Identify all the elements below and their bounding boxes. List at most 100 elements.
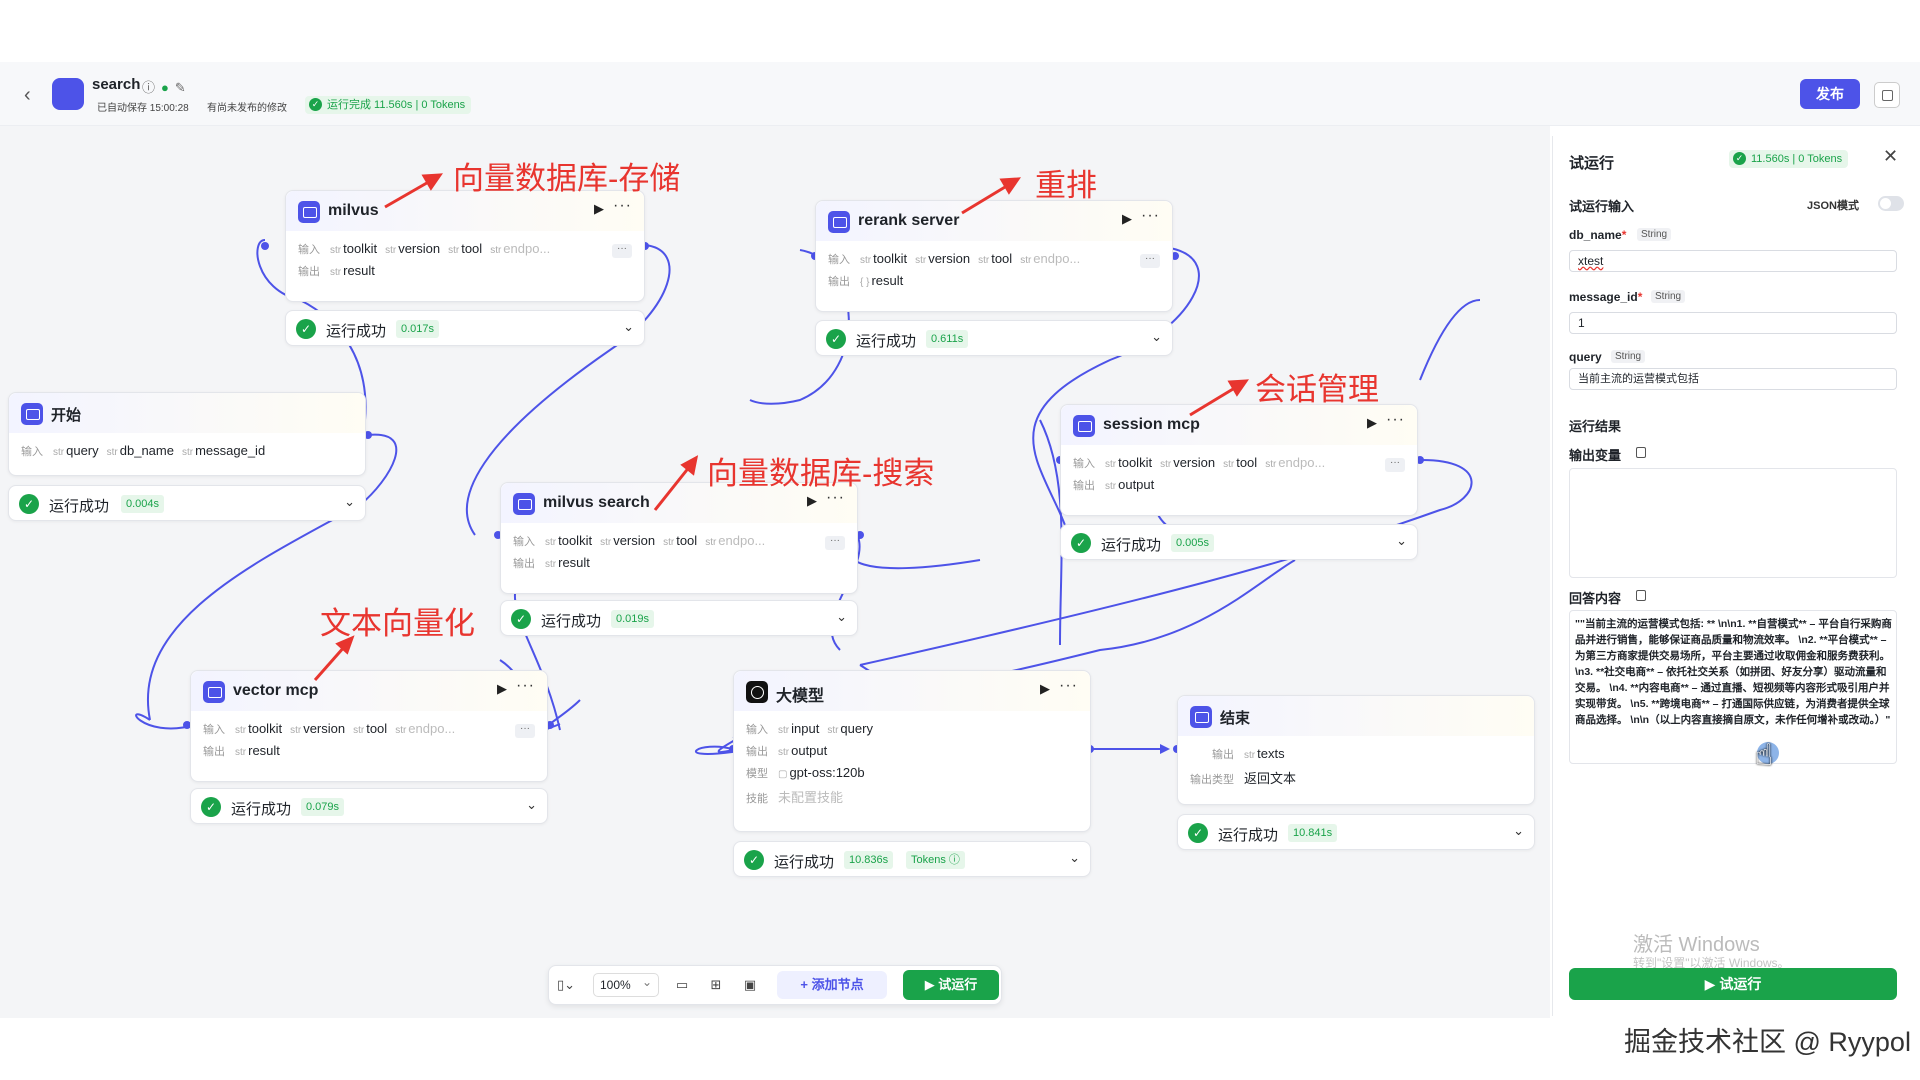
result-section-title: 运行结果 xyxy=(1569,419,1622,434)
chevron-down-icon[interactable]: ⌄ xyxy=(1513,823,1524,838)
output-label: 输出 xyxy=(1073,480,1095,492)
edit-icon[interactable]: ✎ xyxy=(174,80,192,95)
query-input[interactable]: 当前主流的运营模式包括 xyxy=(1569,368,1897,390)
param-tag: endpo... xyxy=(1278,455,1326,470)
mouse-icon[interactable]: ▯⌄ xyxy=(557,977,576,992)
more-icon[interactable]: ··· xyxy=(1386,411,1405,428)
input-label: 输入 xyxy=(203,724,225,736)
status-session[interactable]: ✓ 运行成功 0.005s ⌄ xyxy=(1060,524,1418,560)
success-icon: ✓ xyxy=(826,329,846,349)
annotation-vector-db-store: 向量数据库-存储 xyxy=(453,161,681,196)
more-icon[interactable]: ··· xyxy=(613,197,632,214)
time-badge: 0.611s xyxy=(926,330,969,348)
zoom-select[interactable]: 100% xyxy=(593,971,659,997)
play-icon[interactable]: ▶ xyxy=(497,681,507,696)
input-section-title: 试运行输入 xyxy=(1569,199,1635,214)
play-icon[interactable]: ▶ xyxy=(807,493,817,508)
input-label: 输入 xyxy=(513,536,535,548)
param-tag: tool xyxy=(461,241,483,256)
output-var-box xyxy=(1569,468,1897,578)
minimap-icon[interactable]: ▣ xyxy=(743,977,757,992)
tokens-badge[interactable]: Tokens ⓘ xyxy=(906,851,965,869)
info-icon[interactable]: ⓘ xyxy=(142,80,162,95)
comment-icon[interactable]: ▭ xyxy=(675,977,689,992)
field-label: query xyxy=(1569,350,1602,364)
param-tag: message_id xyxy=(195,443,266,458)
param-tag: tool xyxy=(991,251,1013,266)
copy-icon[interactable] xyxy=(1636,590,1646,601)
more-icon[interactable]: ··· xyxy=(516,677,535,694)
output-type-label: 输出类型 xyxy=(1190,774,1234,786)
param-tag: result xyxy=(248,743,280,758)
more-params-button[interactable]: ··· xyxy=(825,536,845,550)
watermark-subtext: 转到"设置"以激活 Windows。 xyxy=(1633,956,1790,970)
copy-icon[interactable] xyxy=(1636,447,1646,458)
more-params-button[interactable]: ··· xyxy=(612,244,632,258)
output-type-value: 返回文本 xyxy=(1244,771,1297,786)
play-icon[interactable]: ▶ xyxy=(1122,211,1132,226)
param-tag: endpo... xyxy=(408,721,456,736)
status-milvus-search[interactable]: ✓ 运行成功 0.019s ⌄ xyxy=(500,600,858,636)
chevron-down-icon[interactable]: ⌄ xyxy=(344,494,355,509)
field-type: String xyxy=(1651,290,1686,303)
status-text: 运行成功 xyxy=(541,613,602,630)
chevron-down-icon[interactable]: ⌄ xyxy=(526,797,537,812)
play-icon[interactable]: ▶ xyxy=(1040,681,1050,696)
chevron-down-icon[interactable]: ⌄ xyxy=(1396,533,1407,548)
chevron-down-icon[interactable]: ⌄ xyxy=(623,319,634,334)
output-label: 输出 xyxy=(513,558,535,570)
message-id-input[interactable]: 1 xyxy=(1569,312,1897,334)
more-params-button[interactable]: ··· xyxy=(1140,254,1160,268)
annotation-vector-db-search: 向量数据库-搜索 xyxy=(707,456,935,491)
status-rerank[interactable]: ✓ 运行成功 0.611s ⌄ xyxy=(815,320,1173,356)
play-icon[interactable]: ▶ xyxy=(1367,415,1377,430)
publish-button[interactable]: 发布 xyxy=(1800,79,1860,109)
input-label: 输入 xyxy=(746,724,768,736)
test-run-panel: 试运行 11.560s | 0 Tokens ✕ 试运行输入 JSON模式 db… xyxy=(1552,136,1918,1016)
param-tag: query xyxy=(66,443,99,458)
copy-icon[interactable] xyxy=(1874,82,1900,108)
status-milvus[interactable]: ✓ 运行成功 0.017s ⌄ xyxy=(285,310,645,346)
test-run-button[interactable]: ▶ 试运行 xyxy=(903,970,999,1000)
success-icon: ✓ xyxy=(19,494,39,514)
node-title: milvus xyxy=(328,202,379,219)
db-name-input[interactable]: xtest xyxy=(1569,250,1897,272)
param-tag: tool xyxy=(676,533,698,548)
more-icon[interactable]: ··· xyxy=(1141,207,1160,224)
param-tag: toolkit xyxy=(1118,455,1153,470)
play-icon[interactable]: ▶ xyxy=(594,201,604,216)
chevron-down-icon[interactable]: ⌄ xyxy=(1151,329,1162,344)
panel-title: 试运行 xyxy=(1569,155,1615,172)
status-end[interactable]: ✓ 运行成功 10.841s ⌄ xyxy=(1177,814,1535,850)
status-start[interactable]: ✓ 运行成功 0.004s ⌄ xyxy=(8,485,366,521)
autosave-text: 已自动保存 15:00:28 xyxy=(97,103,189,114)
more-params-button[interactable]: ··· xyxy=(1385,458,1405,472)
add-node-button[interactable]: + 添加节点 xyxy=(777,971,887,999)
more-params-button[interactable]: ··· xyxy=(515,724,535,738)
success-icon: ✓ xyxy=(201,797,221,817)
param-tag: toolkit xyxy=(558,533,593,548)
chevron-down-icon[interactable]: ⌄ xyxy=(836,609,847,624)
param-tag: toolkit xyxy=(873,251,908,266)
panel-run-button[interactable]: ▶ 试运行 xyxy=(1569,968,1897,1000)
chevron-down-icon[interactable]: ⌄ xyxy=(1069,850,1080,865)
more-icon[interactable]: ··· xyxy=(1059,677,1078,694)
status-llm[interactable]: ✓ 运行成功 10.836s Tokens ⓘ ⌄ xyxy=(733,841,1091,877)
close-icon[interactable]: ✕ xyxy=(1883,146,1899,166)
input-label: 输入 xyxy=(298,244,320,256)
status-vector[interactable]: ✓ 运行成功 0.079s ⌄ xyxy=(190,788,548,824)
json-mode-toggle[interactable] xyxy=(1878,196,1904,211)
answer-label: 回答内容 xyxy=(1569,591,1622,606)
layout-icon[interactable]: ⊞ xyxy=(710,977,722,992)
param-tag: input xyxy=(791,721,820,736)
more-icon[interactable]: ··· xyxy=(826,489,845,506)
back-button[interactable]: ‹ xyxy=(24,84,31,106)
